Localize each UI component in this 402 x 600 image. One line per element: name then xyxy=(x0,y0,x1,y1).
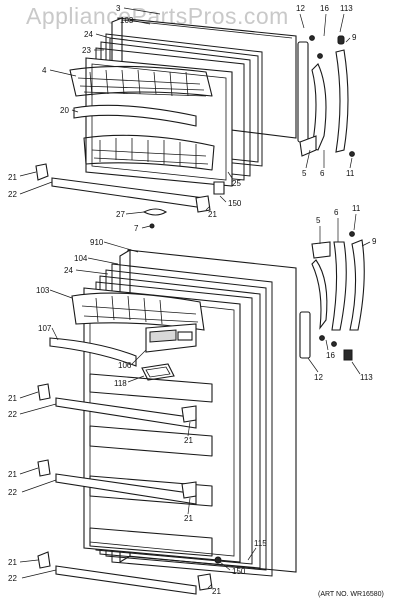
callout-24-lower: 24 xyxy=(64,266,73,275)
freezer-door-liner xyxy=(85,57,233,187)
callout-21-upper-right: 21 xyxy=(208,210,217,219)
callout-103-upper: 103 xyxy=(120,16,134,25)
callout-20: 20 xyxy=(60,106,69,115)
callout-21-a: 21 xyxy=(8,394,17,403)
callout-21-c: 21 xyxy=(8,470,17,479)
callout-9-upper: 9 xyxy=(352,33,357,42)
callout-6-upper: 6 xyxy=(320,169,325,178)
callout-23: 23 xyxy=(82,46,91,55)
callout-22-a: 22 xyxy=(8,410,17,419)
shelf-bar-3 xyxy=(55,565,197,595)
callout-11-lower: 11 xyxy=(352,204,361,213)
callout-103-lower: 103 xyxy=(36,286,50,295)
callout-107: 107 xyxy=(38,324,52,333)
callout-3: 3 xyxy=(116,4,121,13)
shelf-bar-2 xyxy=(55,473,197,505)
callout-25: 25 xyxy=(232,179,241,188)
upper-hinge-block xyxy=(297,41,309,143)
callout-9-lower: 9 xyxy=(372,237,377,246)
callout-150-upper: 150 xyxy=(228,199,242,208)
shelf-bar-1 xyxy=(55,397,197,429)
callout-21-upper-left: 21 xyxy=(8,173,17,182)
callout-5-upper: 5 xyxy=(302,169,307,178)
fresh-food-door-assembly xyxy=(37,231,365,595)
freezer-door-assembly xyxy=(35,17,355,229)
callout-12-upper: 12 xyxy=(296,4,305,13)
callout-115: 115 xyxy=(254,539,267,548)
callout-22-upper: 22 xyxy=(8,190,17,199)
callout-150-lower: 150 xyxy=(232,567,246,576)
callout-113-upper: 113 xyxy=(340,4,353,13)
callout-6-lower: 6 xyxy=(334,208,339,217)
callout-910: 910 xyxy=(90,238,104,247)
callout-21-b: 21 xyxy=(184,436,193,445)
lower-hinge-block xyxy=(299,311,311,359)
callout-5-lower: 5 xyxy=(316,216,321,225)
art-number: (ART NO. WR16580) xyxy=(318,591,384,598)
callout-22-b: 22 xyxy=(8,488,17,497)
callout-21-e: 21 xyxy=(8,558,17,567)
callout-106: 106 xyxy=(118,361,132,370)
callout-11-upper: 11 xyxy=(346,169,355,178)
lower-callouts: 910 104 24 103 107 106 118 5 6 11 9 16 1… xyxy=(8,204,377,596)
callout-21-f: 21 xyxy=(212,587,221,596)
callout-7: 7 xyxy=(134,224,139,233)
callout-12-lower: 12 xyxy=(314,373,323,382)
callout-104: 104 xyxy=(74,254,88,263)
upper-callouts: 3 103 24 23 4 20 12 16 113 9 5 6 11 25 1… xyxy=(8,4,357,233)
callout-24-upper: 24 xyxy=(84,30,93,39)
callout-16-upper: 16 xyxy=(320,4,329,13)
callout-16-lower: 16 xyxy=(326,351,335,360)
freezer-door-bar xyxy=(51,177,205,209)
callout-22-c: 22 xyxy=(8,574,17,583)
callout-4: 4 xyxy=(42,66,47,75)
callout-113-lower: 113 xyxy=(360,373,373,382)
callout-118: 118 xyxy=(114,379,127,388)
callout-21-d: 21 xyxy=(184,514,193,523)
callout-27: 27 xyxy=(116,210,125,219)
